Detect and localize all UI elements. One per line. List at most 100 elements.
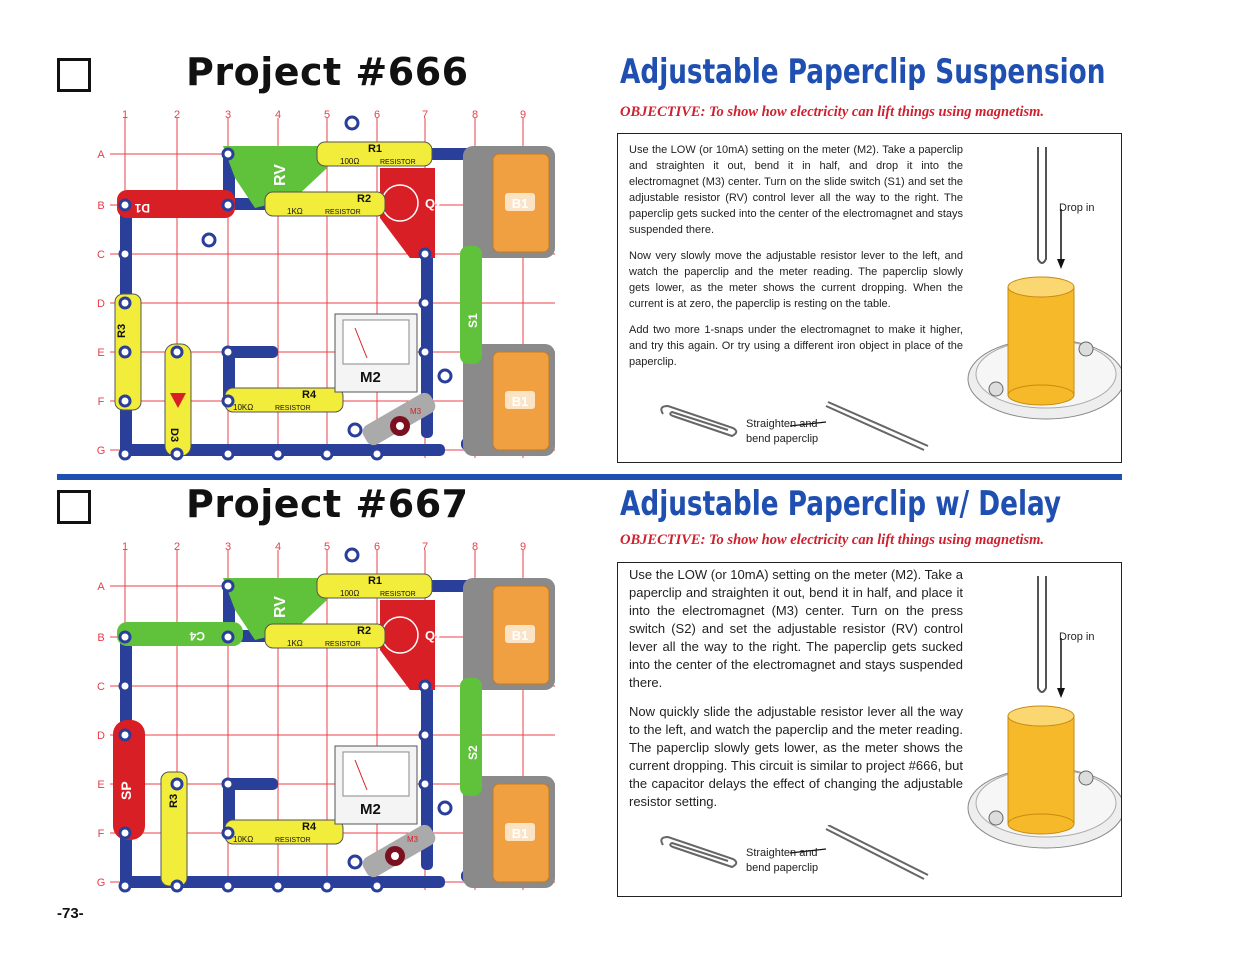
- row-label: F: [98, 828, 105, 840]
- r2-type: RESISTOR: [325, 641, 361, 648]
- instruction-paragraph: Add two more 1-snaps under the electroma…: [629, 324, 963, 368]
- r4-type: RESISTOR: [275, 837, 311, 844]
- r4-value: 10KΩ: [233, 835, 253, 844]
- c4-label: C4: [189, 629, 205, 643]
- paperclip-icon: [1037, 147, 1047, 264]
- project-667-objective: OBJECTIVE: To show how electricity can l…: [620, 532, 1045, 548]
- s1-label: S1: [466, 313, 480, 328]
- led-d1: D1: [117, 190, 235, 218]
- r2-label: R2: [357, 625, 371, 637]
- rv-label: RV: [272, 164, 289, 186]
- b1-label: B1: [512, 628, 529, 643]
- diode-d3: D3: [164, 343, 192, 457]
- circuit-667-svg: 1 2 3 4 5 6 7 8 9 A B C D E F G: [97, 541, 555, 893]
- d3-label: D3: [168, 428, 180, 442]
- paperclip-caption: Straighten and bend paperclip: [746, 417, 818, 447]
- speaker-sp: SP: [113, 720, 145, 840]
- m3-label: M3: [407, 835, 419, 844]
- row-label: G: [97, 877, 106, 889]
- resistor-r1: R1 100Ω RESISTOR: [316, 573, 433, 599]
- instruction-paragraph: Use the LOW (or 10mA) setting on the met…: [629, 144, 963, 236]
- rv-label: RV: [272, 596, 289, 618]
- row-label: F: [98, 396, 105, 408]
- resistor-r2: R2 1KΩ RESISTOR: [264, 191, 386, 217]
- r4-value: 10KΩ: [233, 403, 253, 412]
- electromagnet-illustration: [967, 147, 1121, 420]
- instruction-paragraph: Now very slowly move the adjustable resi…: [629, 250, 963, 310]
- project-666-instructions-box: Use the LOW (or 10mA) setting on the met…: [617, 133, 1122, 463]
- paperclip-drawing: [660, 401, 929, 451]
- col-label: 9: [520, 109, 526, 121]
- arrow-icon: [789, 848, 827, 854]
- r1-value: 100Ω: [340, 157, 359, 166]
- col-label: 8: [472, 109, 478, 121]
- r1-value: 100Ω: [340, 589, 359, 598]
- r4-label: R4: [302, 821, 317, 833]
- row-label: A: [97, 149, 105, 161]
- r2-type: RESISTOR: [325, 209, 361, 216]
- col-label: 1: [122, 541, 128, 553]
- col-label: 4: [275, 109, 281, 121]
- adjustable-resistor-rv: RV: [223, 578, 327, 640]
- m2-label: M2: [360, 369, 381, 386]
- r2-value: 1KΩ: [287, 639, 303, 648]
- s2-label: S2: [466, 745, 480, 760]
- transistor-q2: Q2: [380, 168, 442, 258]
- r4-label: R4: [302, 389, 317, 401]
- col-label: 3: [225, 109, 231, 121]
- paperclip-drawing: [660, 825, 929, 880]
- row-label: C: [97, 249, 105, 261]
- col-label: 2: [174, 109, 180, 121]
- row-label: E: [97, 347, 104, 359]
- project-666-checkbox[interactable]: [57, 58, 91, 92]
- b1-label: B1: [512, 394, 529, 409]
- q2-label: Q2: [425, 196, 442, 211]
- resistor-r1: R1 100Ω RESISTOR: [316, 141, 433, 167]
- row-label: E: [97, 779, 104, 791]
- r1-label: R1: [368, 143, 382, 155]
- section-divider: [57, 474, 1122, 480]
- project-666-heading: Adjustable Paperclip Suspension: [620, 52, 1106, 92]
- r1-type: RESISTOR: [380, 591, 416, 598]
- col-label: 9: [520, 541, 526, 553]
- resistor-r2: R2 1KΩ RESISTOR: [264, 623, 386, 649]
- caption-line: Straighten and: [746, 418, 818, 430]
- col-label: 6: [374, 109, 380, 121]
- row-label: D: [97, 298, 105, 310]
- instruction-paragraph: Use the LOW (or 10mA) setting on the met…: [629, 567, 963, 690]
- project-667-circuit-diagram: 1 2 3 4 5 6 7 8 9 A B C D E F G: [95, 540, 560, 898]
- col-label: 2: [174, 541, 180, 553]
- b1-label: B1: [512, 196, 529, 211]
- row-label: C: [97, 681, 105, 693]
- m2-label: M2: [360, 801, 381, 818]
- adjustable-resistor-rv: RV: [223, 146, 327, 208]
- paperclip-icon: [1037, 576, 1047, 693]
- arrow-icon: [789, 421, 827, 427]
- electromagnet-illustration: [967, 576, 1121, 849]
- project-666-objective: OBJECTIVE: To show how electricity can l…: [620, 104, 1045, 120]
- col-label: 6: [374, 541, 380, 553]
- drop-in-label: Drop in: [1059, 202, 1095, 214]
- project-667-heading: Adjustable Paperclip w/ Delay: [620, 484, 1062, 524]
- caption-line: bend paperclip: [746, 433, 819, 445]
- instruction-paragraph: Now quickly slide the adjustable resisto…: [629, 704, 963, 809]
- circuit-666-svg: 1 2 3 4 5 6 7 8 9 A B C D E F G: [97, 109, 555, 461]
- q2-label: Q2: [425, 628, 442, 643]
- col-label: 3: [225, 541, 231, 553]
- r3-label: R3: [116, 324, 128, 338]
- slide-switch-s1: S1: [460, 246, 482, 364]
- project-667-checkbox[interactable]: [57, 490, 91, 524]
- caption-line: bend paperclip: [746, 862, 819, 874]
- transistor-q2: Q2: [380, 600, 442, 690]
- col-label: 7: [422, 109, 428, 121]
- resistor-r4: R4 10KΩ RESISTOR: [224, 819, 344, 845]
- row-label: A: [97, 581, 105, 593]
- page-number: -73-: [57, 905, 84, 922]
- paperclip-caption: Straighten and bend paperclip: [746, 846, 818, 876]
- m3-label: M3: [410, 407, 422, 416]
- col-label: 4: [275, 541, 281, 553]
- press-switch-s2: S2: [460, 678, 482, 796]
- paperclip-icon: [660, 835, 738, 869]
- sp-label: SP: [118, 781, 134, 800]
- r2-label: R2: [357, 193, 371, 205]
